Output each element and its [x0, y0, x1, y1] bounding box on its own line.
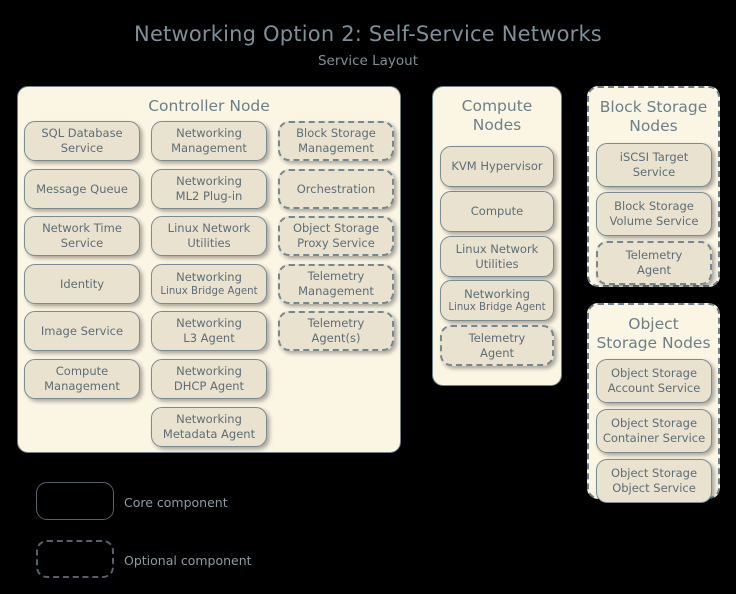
- service-label-line2: Service: [60, 236, 104, 250]
- service-label-line1: Object Storage: [610, 366, 698, 381]
- service-label-line1: Telemetry: [307, 316, 365, 331]
- service-label-line2: Metadata Agent: [162, 427, 256, 441]
- service-label-line1: Networking: [176, 126, 242, 141]
- service-label-line2: Proxy Service: [297, 236, 375, 250]
- service-label-line1: Block Storage: [296, 126, 376, 141]
- node-title-line: Compute: [461, 97, 533, 115]
- service-label-line1: Networking: [464, 286, 530, 301]
- service-label-line2: Object Service: [612, 481, 696, 495]
- service-label-line1: Block Storage: [614, 199, 694, 214]
- node-title-line: Block Storage: [599, 98, 708, 116]
- service-label-line1: Telemetry: [625, 248, 683, 263]
- service-label-line1: Telemetry: [307, 269, 365, 284]
- node-title-line: Nodes: [629, 116, 678, 135]
- service-label-line1: SQL Database: [41, 126, 123, 141]
- service-label-line1: Orchestration: [296, 181, 376, 196]
- service-label-line1: Networking: [176, 364, 242, 379]
- service-label-line2: Utilities: [475, 256, 519, 271]
- node-title-line: Object: [628, 315, 679, 333]
- legend-swatch-core: [36, 482, 114, 520]
- service-box: Message Queue: [24, 169, 140, 209]
- service-label-line2: Linux Bridge Agent: [448, 302, 546, 314]
- legend-label-optional: Optional component: [124, 553, 252, 568]
- service-label-line1: Linux Network: [167, 221, 251, 236]
- page-title: Networking Option 2: Self-Service Networ…: [134, 22, 602, 46]
- service-label-line2: Container Service: [602, 431, 706, 445]
- service-label-line2: Linux Bridge Agent: [160, 285, 258, 297]
- node-title-line: Storage Nodes: [596, 333, 711, 352]
- service-label-line1: Networking: [176, 412, 242, 427]
- service-label-line2: Agent: [479, 345, 515, 360]
- service-box: Compute: [440, 191, 554, 232]
- service-label-line1: Networking: [176, 316, 242, 331]
- service-label-line2: Management: [44, 379, 120, 393]
- service-label-line1: Network Time: [42, 221, 122, 236]
- service-box: Identity: [24, 264, 140, 304]
- service-label-line2: Management: [171, 141, 247, 155]
- service-label-line1: Linux Network: [455, 241, 539, 256]
- page-subtitle: Service Layout: [317, 53, 419, 70]
- node-title-line: Nodes: [472, 115, 522, 134]
- service-label-line1: Image Service: [40, 323, 124, 338]
- service-label-line2: Utilities: [187, 236, 231, 250]
- service-label-line1: Compute: [470, 204, 524, 219]
- service-label-line1: Message Queue: [36, 181, 128, 196]
- service-label-line2: Service: [60, 141, 104, 155]
- legend-swatch-optional: [36, 540, 114, 578]
- service-label-line1: Networking: [176, 174, 242, 189]
- service-label-line1: Telemetry: [468, 330, 526, 345]
- service-label-line1: Object Storage: [292, 221, 380, 236]
- node-title-line: Controller Node: [148, 97, 270, 115]
- service-label-line1: KVM Hypervisor: [451, 159, 543, 174]
- service-box: KVM Hypervisor: [440, 146, 554, 187]
- service-label-line2: Management: [298, 141, 374, 155]
- service-label-line2: ML2 Plug-in: [175, 189, 243, 203]
- service-label-line1: Networking: [176, 270, 242, 285]
- legend-label-core: Core component: [124, 495, 228, 510]
- service-label-line2: Management: [298, 284, 374, 298]
- service-label-line2: Volume Service: [609, 214, 699, 228]
- service-box: Orchestration: [278, 169, 394, 209]
- service-label-line1: Object Storage: [610, 466, 698, 481]
- service-label-line2: DHCP Agent: [173, 379, 245, 393]
- service-label-line1: Object Storage: [610, 416, 698, 431]
- service-label-line1: Compute: [55, 364, 109, 379]
- service-label-line2: Agent(s): [311, 331, 361, 345]
- service-label-line1: iSCSI Target: [619, 150, 689, 165]
- diagram-header: Networking Option 2: Self-Service Networ…: [0, 22, 736, 69]
- node-title: Controller Node: [18, 87, 400, 116]
- service-label-line2: Agent: [636, 263, 672, 277]
- service-label-line2: L3 Agent: [183, 331, 235, 345]
- service-label-line2: Account Service: [607, 381, 701, 395]
- service-label-line1: Identity: [59, 276, 105, 291]
- service-box: Image Service: [24, 311, 140, 351]
- service-label-line2: Service: [632, 165, 676, 179]
